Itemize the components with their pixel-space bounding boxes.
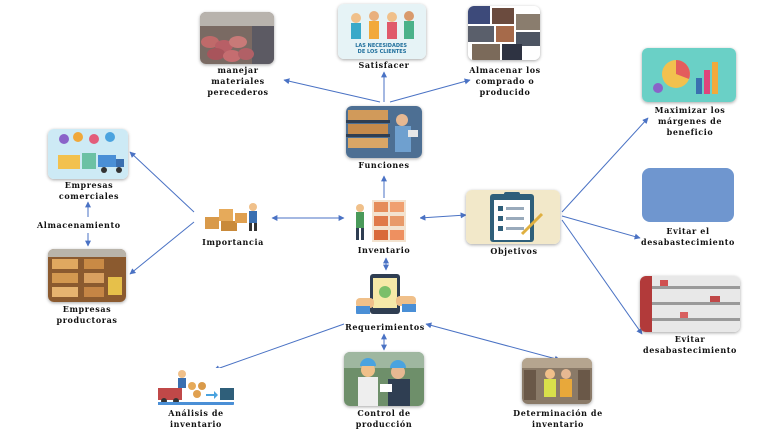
objetivos-image [466,190,560,244]
production-control-icon [344,352,424,406]
label-control: Control de producción [355,408,413,429]
edge-objetivos-evitar2 [561,219,643,335]
storage-collage-icon [468,6,540,60]
evitar1-image [642,168,734,222]
boxes-worker-icon [195,195,271,235]
label-inventario: Inventario [357,245,411,255]
poster-headline-line2: DE LOS CLIENTES [358,49,407,55]
tablet-hands-icon [356,272,418,318]
maximizar-image [642,48,736,102]
label-requerimientos: Requerimientos [345,322,425,332]
label-almacenamiento: Almacenamiento [37,220,121,230]
poster-headline-line1: LAS NECESIDADES [355,43,407,49]
clipboard-checklist-icon [466,190,560,244]
label-comerciales: Empresas comerciales [58,180,120,201]
label-determinacion: Determinación de inventario [513,408,603,429]
edge-funciones-almacenar [389,78,471,103]
warehouse-sacks-icon [200,12,274,64]
inventory-workers-icon [522,358,592,404]
inventario-image [348,198,420,244]
label-evitar1: Evitar el desabastecimiento [641,226,735,247]
edge-objetivos-evitar1 [561,215,641,240]
determinacion-image [522,358,592,404]
comerciales-image [48,129,128,179]
label-importancia: Importancia [202,237,264,247]
svg-text:LAS NECESIDADES DE LOS C: LAS NECESIDADES DE LOS CLIENTES [355,43,408,55]
edge-importancia-comerciales [129,151,195,213]
empty-shelves-icon [640,276,740,332]
factory-shelves-icon [48,249,126,302]
productoras-image [48,249,126,302]
importancia-image [195,195,271,235]
warehouse-worker-icon [346,106,422,158]
label-almacenar: Almacenar los comprado o producido [469,65,541,97]
edge-objetivos-maximizar [561,117,649,213]
label-satisfacer: Satisfacer [358,60,410,70]
edge-importancia-productoras [129,221,195,275]
control-image [344,352,424,406]
edge-requerimientos-analisis [213,323,345,372]
clients-poster-icon: LAS NECESIDADES DE LOS CLIENTES [338,4,426,59]
almacenar-image [468,6,540,60]
evitar2-image [640,276,740,332]
label-objetivos: Objetivos [490,246,538,256]
edge-funciones-perecederos [283,78,381,103]
edge-requerimientos-determinacion [425,322,561,362]
commerce-truck-icon [48,129,128,179]
inventory-shelves-icon [348,198,420,244]
funciones-image [346,106,422,158]
edge-inventario-objetivos [419,212,467,221]
label-evitar2: Evitar desabastecimiento [643,334,737,355]
satisfacer-image: LAS NECESIDADES DE LOS CLIENTES [338,4,426,59]
label-productoras: Empresas productoras [56,304,118,325]
label-analisis: Análisis de inventario [168,408,224,429]
requerimientos-image [356,272,418,318]
label-perecederos: manejar materiales perecederos [207,65,269,97]
analisis-image [154,368,236,406]
profit-chart-icon [642,48,736,102]
inventory-analysis-icon [154,368,236,406]
perecederos-image [200,12,274,64]
label-funciones: Funciones [358,160,410,170]
label-maximizar: Maximizar los márgenes de beneficio [654,105,726,137]
